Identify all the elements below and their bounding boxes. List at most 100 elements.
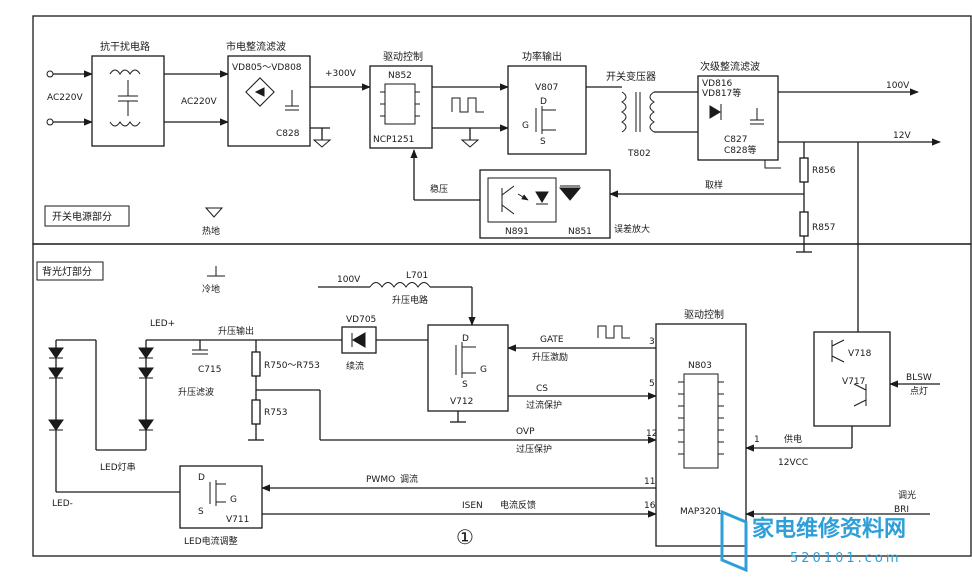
r857-resistor xyxy=(799,211,809,237)
v711-block xyxy=(179,465,263,529)
freewheel-label: 续流 xyxy=(346,360,364,372)
bri-label: BRI xyxy=(894,505,909,515)
pulse-waveform-icon xyxy=(451,97,484,113)
map-label: MAP3201 xyxy=(680,507,722,517)
v300-label: +300V xyxy=(325,69,357,79)
over-current-label: 过流保护 xyxy=(526,399,562,411)
v711-pin-g: G xyxy=(230,495,237,505)
switch-block xyxy=(813,331,891,427)
ic-n803-pins xyxy=(678,381,724,455)
v711-label: V711 xyxy=(226,515,249,525)
r750-resistor xyxy=(251,351,261,377)
v807-label: V807 xyxy=(535,83,558,93)
top-section-label: 开关电源部分 xyxy=(52,210,112,223)
led-adjust-label: LED电流调整 xyxy=(184,535,238,547)
v712-block xyxy=(427,324,509,412)
rectifier-parts: VD805～VD808 xyxy=(232,63,302,73)
vd817-label: VD817等 xyxy=(702,87,741,99)
ic-n803 xyxy=(683,373,719,469)
pin12-label: 12 xyxy=(646,429,657,439)
err-amp-label: 误差放大 xyxy=(614,223,650,235)
power-output-title: 功率输出 xyxy=(522,50,562,63)
hot-ground-icon xyxy=(204,207,224,218)
watermark-url: 520101.com xyxy=(790,551,902,566)
choke-coil-icon xyxy=(109,121,141,127)
drv-title-top: 驱动控制 xyxy=(383,50,423,63)
ac-mid-label: AC220V xyxy=(181,97,217,107)
stabilize-label: 稳压 xyxy=(430,183,448,195)
rectifier-block xyxy=(227,55,311,147)
v711-pin-s: S xyxy=(198,507,204,517)
drive-control-ic-block xyxy=(655,323,747,547)
ground-icon xyxy=(764,160,781,169)
bottom-section-label-box xyxy=(36,261,104,281)
t802-label: T802 xyxy=(627,149,651,159)
v718-label: V718 xyxy=(848,349,872,359)
diode-icon xyxy=(352,332,366,348)
choke-coil-icon xyxy=(109,69,141,75)
over-voltage-label: 过压保护 xyxy=(516,443,552,455)
bottom-section-label: 背光灯部分 xyxy=(42,265,92,278)
ac-input-terminal xyxy=(46,70,54,78)
ac-input-label: AC220V xyxy=(47,93,83,103)
rectifier-title: 市电整流滤波 xyxy=(226,40,286,53)
boost-circuit-label: 升压电路 xyxy=(392,294,428,306)
c715-label: C715 xyxy=(198,365,221,375)
c828-label: C828 xyxy=(276,129,300,139)
vcc12-label: 12VCC xyxy=(778,458,808,468)
r753-resistor xyxy=(251,399,261,425)
vd705-label: VD705 xyxy=(346,315,376,325)
transformer-coil-icon xyxy=(621,91,627,133)
pin3-label: 3 xyxy=(649,337,655,347)
isen-label: ISEN xyxy=(462,501,483,511)
drv-title-bottom: 驱动控制 xyxy=(684,308,724,321)
pin16-label: 16 xyxy=(644,501,656,511)
diode-icon xyxy=(709,105,721,119)
pin5-label: 5 xyxy=(649,379,655,389)
secondary-title: 次级整流滤波 xyxy=(700,60,760,73)
v712-pin-d: D xyxy=(462,334,469,344)
zener-icon xyxy=(558,187,582,201)
r750-label: R750～R753 xyxy=(264,361,320,371)
ovp-label: OVP xyxy=(516,427,535,437)
supply-label: 供电 xyxy=(784,433,802,445)
watermark-logo: 家电维修资料网 520101.com xyxy=(720,509,906,573)
inductor-icon xyxy=(369,282,431,288)
optocoupler-n891 xyxy=(487,177,557,223)
n891-label: N891 xyxy=(505,227,529,237)
led-string-right xyxy=(138,340,154,450)
emi-title: 抗干扰电路 xyxy=(100,40,150,53)
secondary-rectifier-block xyxy=(697,75,779,161)
pin11-label: 11 xyxy=(644,477,655,487)
boost-drive-label: 升压激励 xyxy=(532,351,568,363)
ground-icon xyxy=(312,139,332,148)
boost-filter-label: 升压滤波 xyxy=(178,386,214,398)
r857-label: R857 xyxy=(812,223,835,233)
hot-gnd-label: 热地 xyxy=(202,225,220,237)
vd816-label: VD816 xyxy=(702,79,733,89)
cold-gnd-label: 冷地 xyxy=(202,283,220,295)
ac-input-terminal xyxy=(46,118,54,126)
blsw-label: BLSW xyxy=(906,373,932,383)
in100-label: 100V xyxy=(337,275,361,285)
r753-label: R753 xyxy=(264,408,287,418)
adjust-current-label: 调流 xyxy=(400,473,418,485)
led-minus-label: LED- xyxy=(52,499,73,509)
v807-pin-g: G xyxy=(522,121,529,131)
light-on-label: 点灯 xyxy=(910,386,928,397)
watermark-title: 家电维修资料网 xyxy=(752,516,906,542)
cold-ground-icon xyxy=(207,266,225,277)
cs-label: CS xyxy=(536,384,548,394)
out12-label: 12V xyxy=(893,131,911,141)
r856-label: R856 xyxy=(812,166,836,176)
current-fb-label: 电流反馈 xyxy=(500,499,536,511)
bottom-section-frame xyxy=(32,243,972,557)
dimming-label: 调光 xyxy=(898,489,916,501)
v807-pin-d: D xyxy=(540,97,547,107)
sample-label: 取样 xyxy=(705,179,723,191)
n803-label: N803 xyxy=(688,361,712,371)
r856-resistor xyxy=(799,157,809,183)
v712-pin-s: S xyxy=(462,380,468,390)
figure-number: ① xyxy=(456,525,474,549)
